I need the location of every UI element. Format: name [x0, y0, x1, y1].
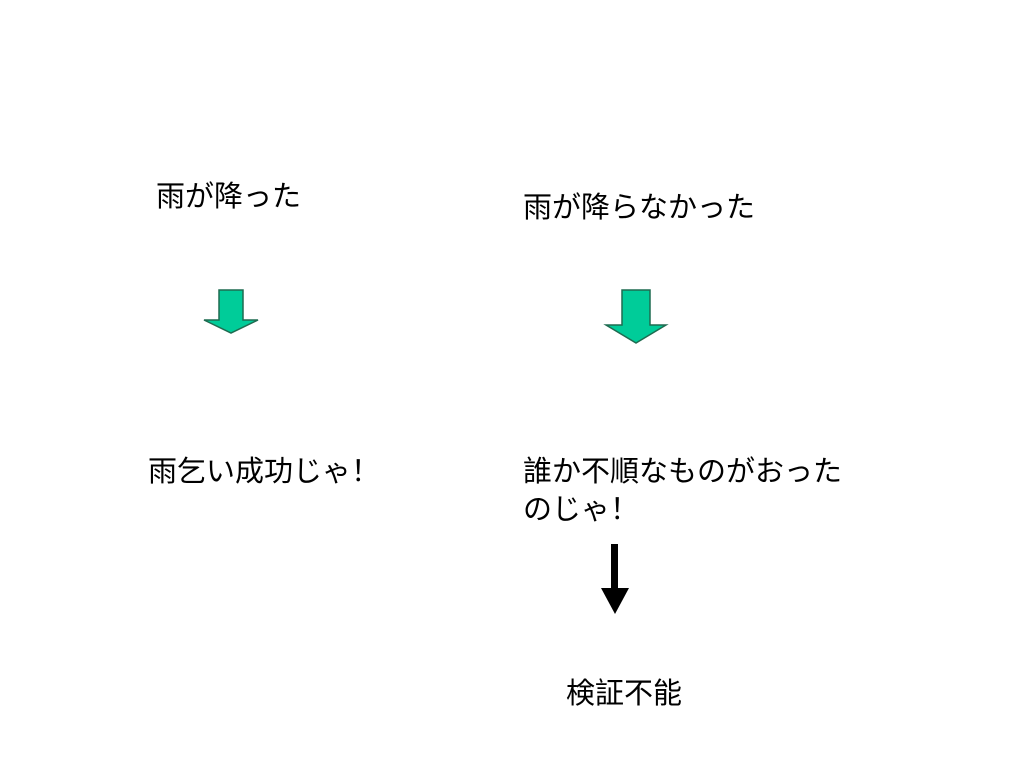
node-rain-did-not-fall: 雨が降らなかった: [523, 190, 756, 224]
node-rain-fell: 雨が降った: [156, 179, 302, 213]
node-rain-prayer-success: 雨乞い成功じゃ！: [148, 454, 381, 488]
node-someone-impious-line-2: のじゃ！: [523, 492, 640, 526]
node-someone-impious: 誰か不順なものがおった のじゃ！: [523, 452, 842, 528]
black-down-arrow-icon: [601, 544, 629, 614]
down-arrow-shape-left: [203, 289, 259, 334]
node-unverifiable: 検証不能: [566, 676, 683, 710]
down-arrow-icon-left: [203, 289, 259, 334]
down-arrow-icon-right: [603, 289, 669, 344]
node-someone-impious-line-1: 誰か不順なものがおった: [523, 454, 843, 488]
black-arrow-shaft: [611, 544, 618, 590]
down-arrow-shape-right: [603, 289, 669, 344]
black-arrow-head: [601, 588, 629, 614]
